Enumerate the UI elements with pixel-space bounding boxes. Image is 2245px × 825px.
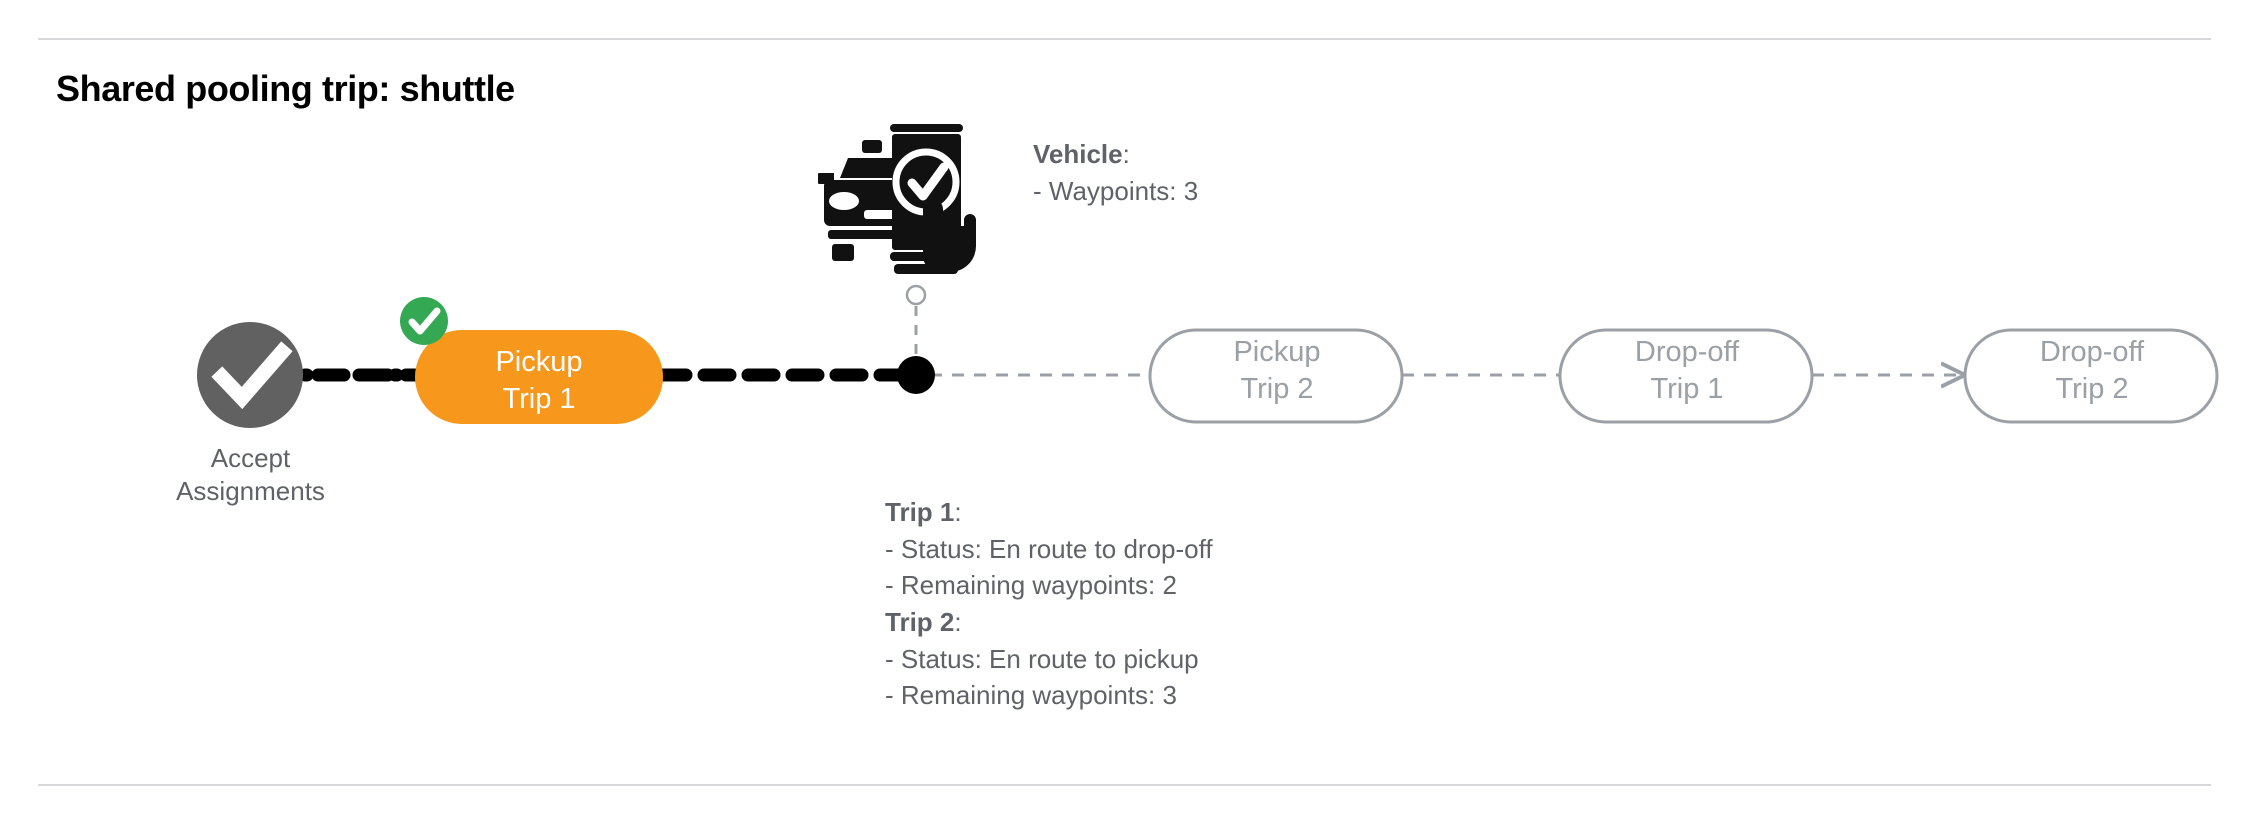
pickup-trip-2-node[interactable] xyxy=(1148,328,1404,424)
pickup-trip-1-node[interactable] xyxy=(415,330,663,424)
vehicle-position-dot xyxy=(897,356,935,394)
dropoff-trip-2-node[interactable] xyxy=(1963,328,2219,424)
vehicle-waypoints-line: - Waypoints: 3 xyxy=(1033,175,1199,206)
trip-annotation: Trip 1: - Status: En route to drop-off -… xyxy=(885,494,1213,714)
check-badge-icon xyxy=(400,297,448,345)
trip-2-heading: Trip 2: xyxy=(885,604,1213,641)
vehicle-heading-text: Vehicle xyxy=(1033,139,1123,169)
trip-2-heading-suffix: : xyxy=(954,606,962,637)
vehicle-annotation-heading: Vehicle: xyxy=(1033,136,1198,173)
car-phone-check-icon xyxy=(818,124,976,274)
trip-1-heading-suffix: : xyxy=(954,497,962,527)
trip-1-waypoints-line: - Remaining waypoints: 2 xyxy=(885,570,1177,601)
bottom-divider xyxy=(38,784,2211,786)
trip-2-waypoints-line: - Remaining waypoints: 3 xyxy=(885,680,1177,711)
page-title: Shared pooling trip: shuttle xyxy=(56,68,515,109)
vehicle-leader-line xyxy=(905,284,927,364)
trip-1-heading: Trip 1: xyxy=(885,494,1213,531)
trip-1-heading-text: Trip 1 xyxy=(885,497,955,527)
trip-2-heading-text: Trip 2 xyxy=(885,606,955,637)
trip-2-status-line: - Status: En route to pickup xyxy=(885,643,1199,674)
trip-1-status-line: - Status: En route to drop-off xyxy=(885,533,1213,564)
top-divider xyxy=(38,38,2211,40)
vehicle-annotation: Vehicle: - Waypoints: 3 xyxy=(1033,136,1198,209)
dropoff-trip-1-node[interactable] xyxy=(1558,328,1814,424)
vehicle-heading-suffix: : xyxy=(1122,139,1130,169)
accept-assignments-node[interactable] xyxy=(197,322,303,428)
